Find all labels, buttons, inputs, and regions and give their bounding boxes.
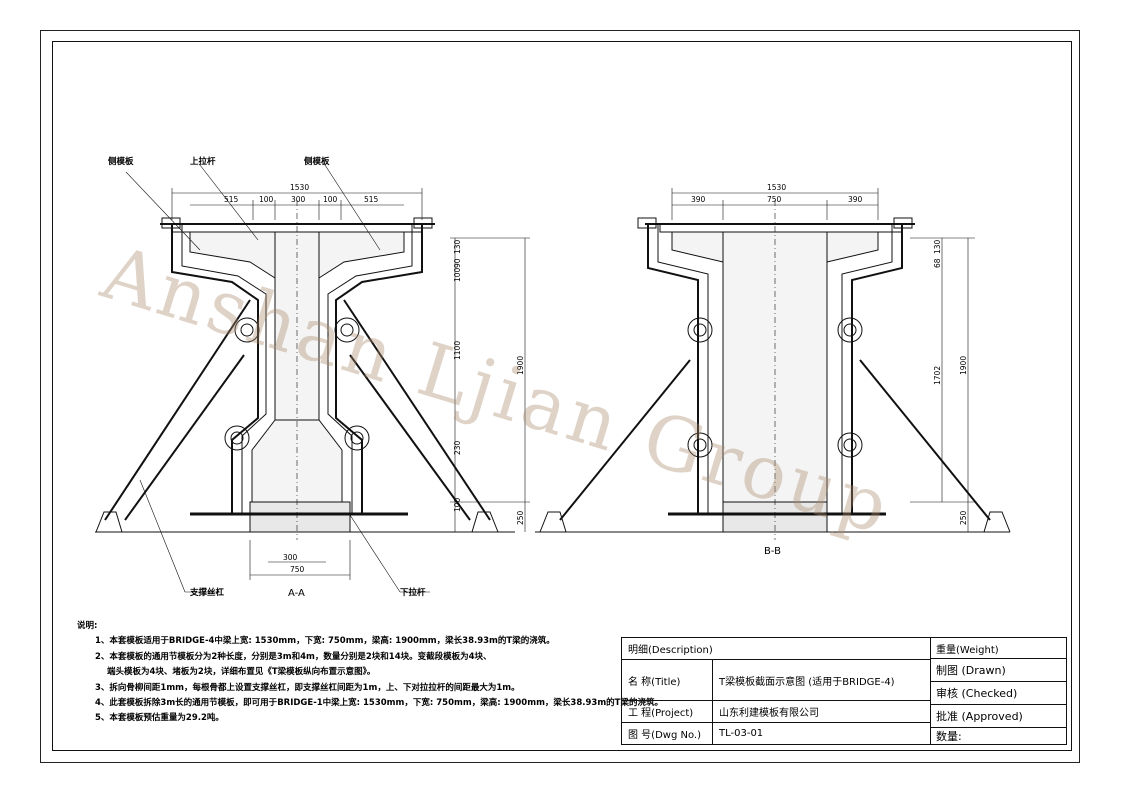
title-block: 明细(Description) 名 称(Title) T梁模板截面示意图 (适用… xyxy=(621,637,931,745)
dim-aa-100a: 100 xyxy=(453,267,462,282)
dim-bb-390-left: 390 xyxy=(691,195,706,204)
dim-bb-1702: 1702 xyxy=(933,366,942,385)
note-2b: 端头模板为4块、堵板为2块，详细布置见《T梁模板纵向布置示意图》。 xyxy=(107,667,376,678)
dim-aa-bottom-300: 300 xyxy=(283,553,298,562)
dim-aa-100b: 100 xyxy=(453,497,462,512)
section-title-aa: A-A xyxy=(288,588,305,599)
dim-aa-130: 130 xyxy=(453,239,462,254)
note-1: 1、本套模板适用于BRIDGE-4中梁上宽: 1530mm，下宽: 750mm，… xyxy=(95,636,555,647)
dim-texts-aa: 1530 515 100 300 100 515 300 750 xyxy=(224,183,379,574)
dim-bb-250: 250 xyxy=(959,510,968,525)
project-label: 工 程(Project) xyxy=(621,700,713,723)
quantity-label: 数量: xyxy=(930,727,1067,745)
dim-bb-390-right: 390 xyxy=(848,195,863,204)
label-side-form-right: 侧模板 xyxy=(304,157,330,167)
dim-aa-515-right: 515 xyxy=(364,195,379,204)
section-title-bb: B-B xyxy=(764,546,781,557)
signoff-block: 重量(Weight) 制图 (Drawn) 审核 (Checked) 批准 (A… xyxy=(930,637,1067,745)
drawing-border xyxy=(52,41,1072,751)
weight-label: 重量(Weight) xyxy=(930,637,1067,659)
dwg-label: 图 号(Dwg No.) xyxy=(621,722,713,745)
dim-aa-bottom-750: 750 xyxy=(290,565,305,574)
dim-aa-300: 300 xyxy=(291,195,306,204)
label-support-screw: 支撑丝杠 xyxy=(190,588,225,598)
dim-aa-total: 1530 xyxy=(290,183,309,192)
description-label: 明细(Description) xyxy=(621,637,931,660)
dim-bb-750: 750 xyxy=(767,195,782,204)
dim-aa-1100: 1100 xyxy=(453,341,462,360)
checked-label: 审核 (Checked) xyxy=(930,681,1067,705)
label-side-form-left: 侧模板 xyxy=(108,157,134,167)
dim-bb-68: 68 xyxy=(933,258,942,268)
approved-label: 批准 (Approved) xyxy=(930,704,1067,728)
dim-aa-230: 230 xyxy=(453,440,462,455)
section-aa xyxy=(95,200,499,540)
dim-aa-1900: 1900 xyxy=(516,356,525,375)
title-value: T梁模板截面示意图 (适用于BRIDGE-4) xyxy=(712,659,931,701)
note-2: 2、本套模板的通用节模板分为2种长度，分别是3m和4m，数量分别是2块和14块。… xyxy=(95,651,492,662)
dim-texts-aa-vertical: 130 90 100 1100 230 100 1900 250 xyxy=(453,239,525,525)
label-upper-tie-rod: 上拉杆 xyxy=(190,157,216,167)
dims-bb xyxy=(671,188,975,532)
dim-aa-250: 250 xyxy=(516,510,525,525)
project-value: 山东利建模板有限公司 xyxy=(712,700,931,723)
note-4: 4、此套模板拆除3m长的通用节模板，即可用于BRIDGE-1中梁上宽: 1530… xyxy=(95,698,663,709)
dim-aa-100-right: 100 xyxy=(323,195,338,204)
note-5: 5、本套模板预估重量为29.2吨。 xyxy=(95,713,224,724)
section-bb xyxy=(539,200,1011,540)
dim-aa-515-left: 515 xyxy=(224,195,239,204)
dim-texts-bb: 1530 390 750 390 130 68 1702 1900 250 xyxy=(691,183,968,525)
dim-bb-total: 1530 xyxy=(767,183,786,192)
leader-lines xyxy=(125,164,430,593)
outer-border xyxy=(40,30,1080,763)
dim-bb-130: 130 xyxy=(933,239,942,254)
dim-aa-90: 90 xyxy=(453,258,462,268)
dims-aa xyxy=(171,188,530,580)
dim-bb-1900: 1900 xyxy=(959,356,968,375)
notes-heading: 说明: xyxy=(77,621,98,631)
title-label: 名 称(Title) xyxy=(621,659,713,701)
dwg-value: TL-03-01 xyxy=(712,722,931,745)
dim-aa-100-left: 100 xyxy=(259,195,274,204)
label-lower-tie-rod: 下拉杆 xyxy=(400,588,426,598)
drawn-label: 制图 (Drawn) xyxy=(930,658,1067,682)
note-3: 3、拆向骨柳间距1mm，每根骨都上设置支撑丝杠，即支撑丝杠间距为1m，上、下对拉… xyxy=(95,682,520,693)
notes-block: 说明: 1、本套模板适用于BRIDGE-4中梁上宽: 1530mm，下宽: 75… xyxy=(77,619,663,727)
